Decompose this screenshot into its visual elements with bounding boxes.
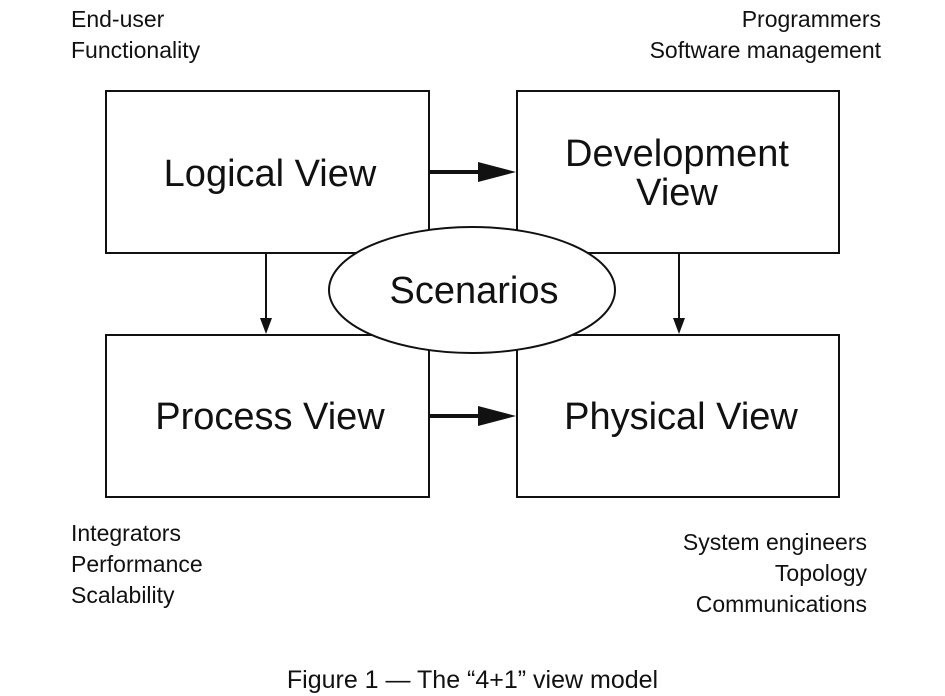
arrowhead-development-to-physical xyxy=(673,318,685,334)
process-view-stakeholders: Integrators Performance Scalability xyxy=(71,518,203,611)
process-view-label: Process View xyxy=(155,396,385,438)
arrowhead-logical-to-process xyxy=(260,318,272,334)
concern-topology: Topology xyxy=(774,560,867,586)
logical-view-label: Logical View xyxy=(164,153,377,195)
arrowhead-logical-to-development xyxy=(478,162,516,182)
concern-functionality: Functionality xyxy=(71,37,201,63)
stakeholder-integrators: Integrators xyxy=(71,520,181,546)
concern-performance: Performance xyxy=(71,551,203,577)
physical-view-box xyxy=(516,334,840,498)
development-view-label-line1: Development xyxy=(565,133,789,175)
scenarios-oval xyxy=(328,226,616,354)
arrowhead-process-to-physical xyxy=(478,406,516,426)
concern-communications: Communications xyxy=(695,591,867,617)
development-view-box xyxy=(516,90,840,254)
concern-scalability: Scalability xyxy=(71,582,175,608)
logical-view-stakeholders: End-user Functionality xyxy=(71,4,200,66)
physical-view-label: Physical View xyxy=(564,396,798,438)
figure-caption: Figure 1 — The “4+1” view model xyxy=(286,666,659,694)
process-view-box xyxy=(105,334,430,498)
scenarios-label: Scenarios xyxy=(390,270,559,312)
physical-view-stakeholders: System engineers Topology Communications xyxy=(683,527,867,620)
stakeholder-programmers: Programmers xyxy=(741,6,881,32)
logical-view-box xyxy=(105,90,430,254)
stakeholder-system-engineers: System engineers xyxy=(682,529,867,555)
concern-software-management: Software management xyxy=(649,37,881,63)
development-view-stakeholders: Programmers Software management xyxy=(650,4,881,66)
development-view-label-line2: View xyxy=(636,172,718,214)
stakeholder-end-user: End-user xyxy=(71,6,165,32)
